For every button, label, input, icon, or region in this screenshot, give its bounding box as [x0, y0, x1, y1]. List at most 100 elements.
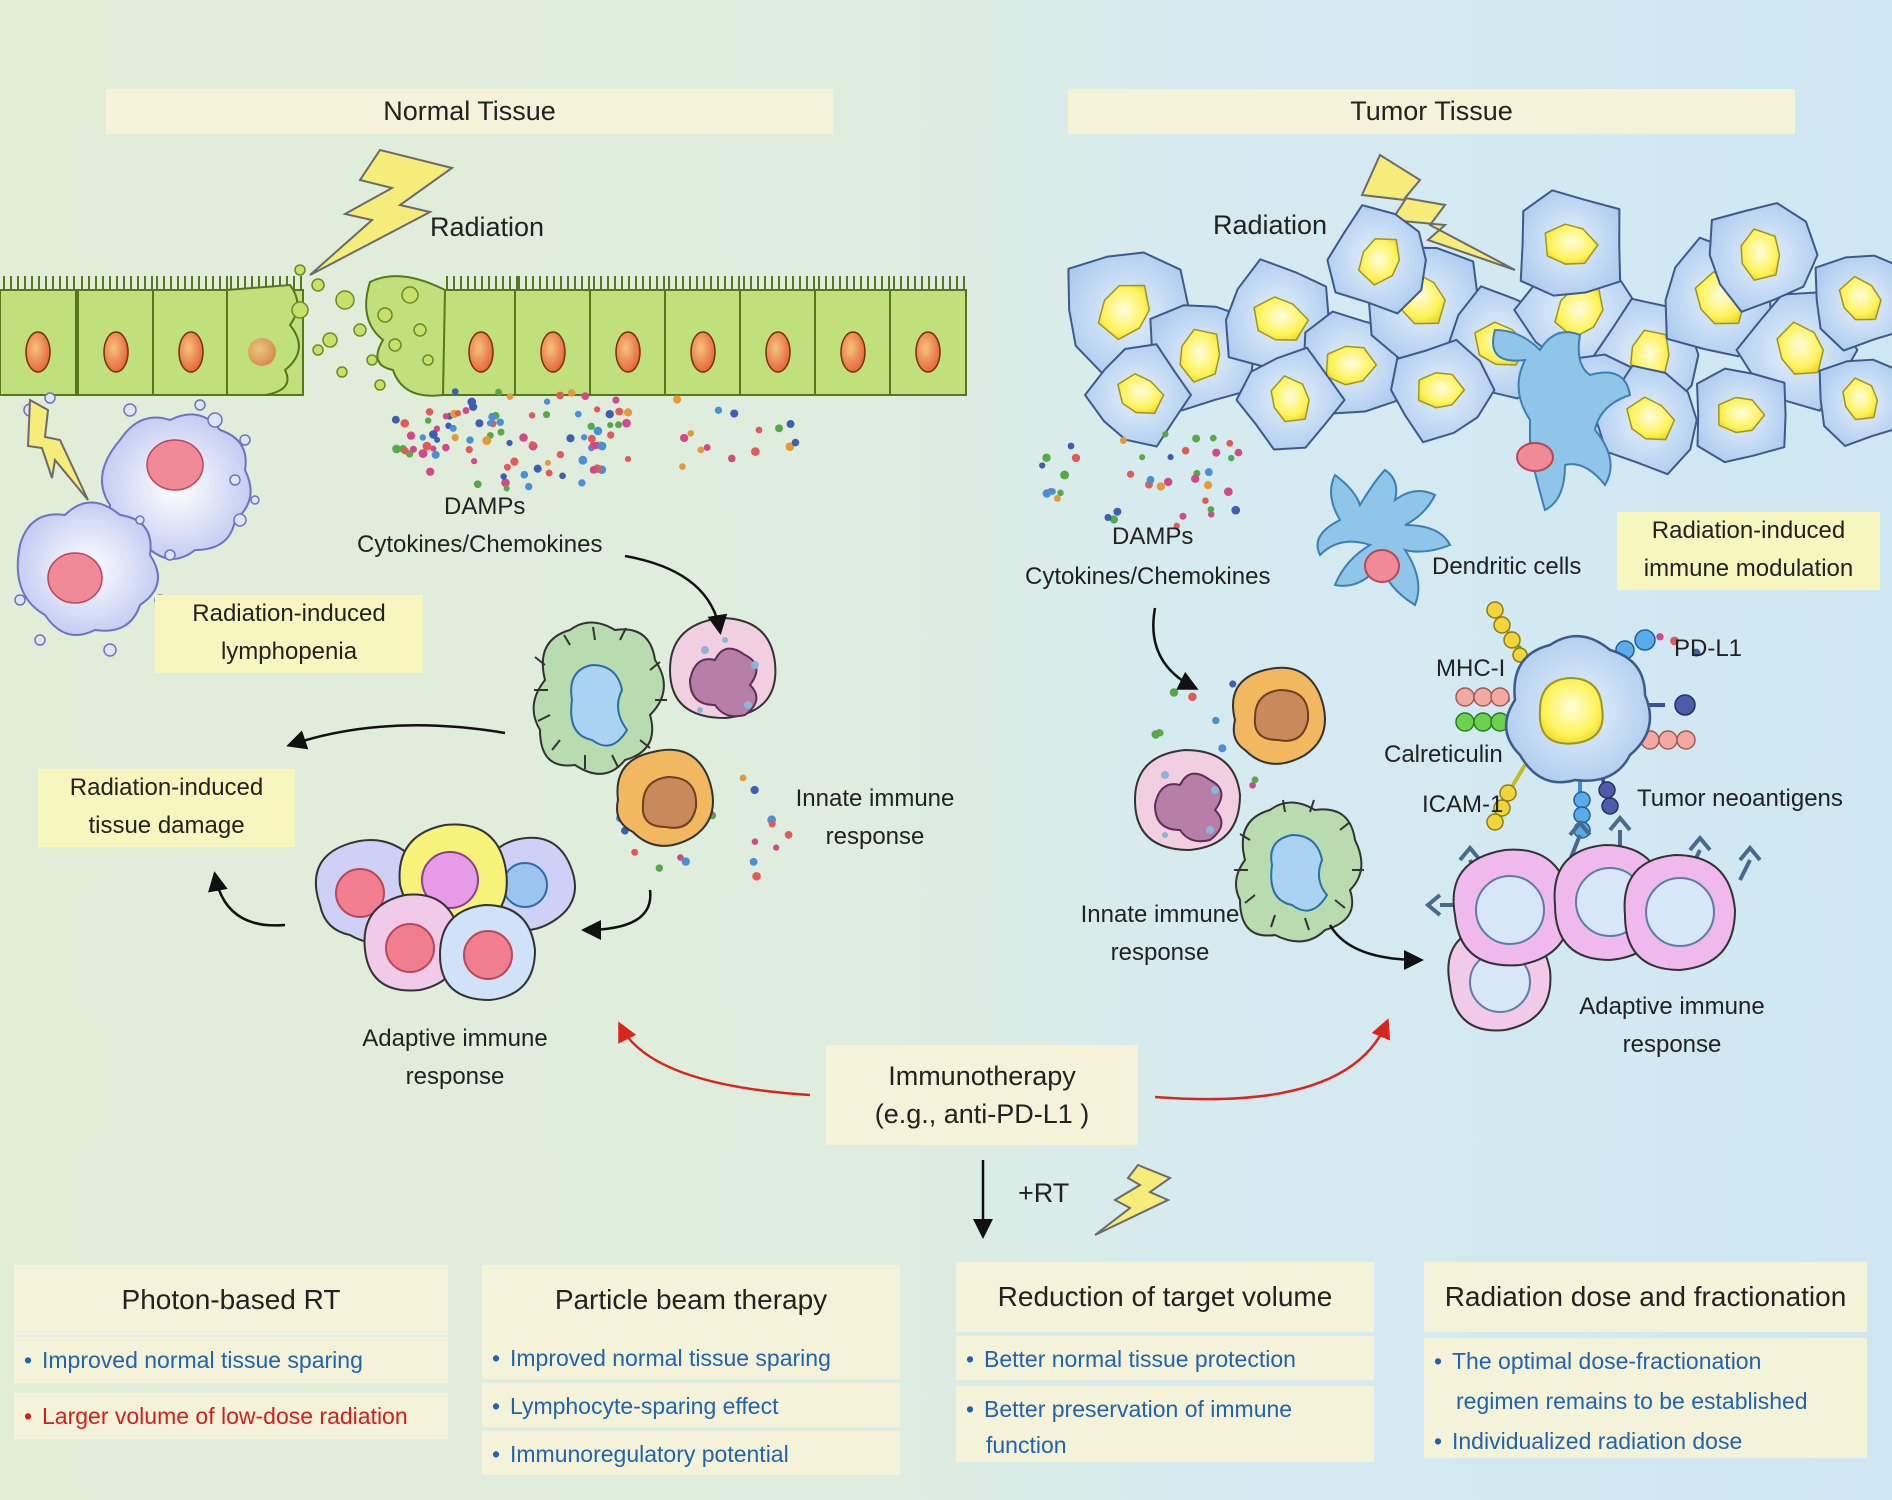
card-item-text: Better normal tissue protection	[984, 1346, 1296, 1372]
cytokines-label: Cytokines/Chemokines	[357, 531, 603, 558]
pd-l1-label: PD-L1	[1674, 635, 1743, 662]
bolt-icon	[26, 398, 89, 501]
flow-arrows	[208, 554, 1424, 1239]
card-item: •Improved normal tissue sparing	[14, 1337, 448, 1383]
card-item: regimen remains to be established	[1424, 1378, 1867, 1418]
calreticulin-label: Calreticulin	[1384, 741, 1503, 768]
tumor-cell-with-markers	[1455, 601, 1696, 839]
radiation-label: Radiation	[1213, 210, 1328, 240]
macrophage-cell	[1234, 799, 1364, 943]
card-item-text: function	[986, 1432, 1067, 1458]
dose-fractionation-card: Radiation dose and fractionation •The op…	[1424, 1262, 1867, 1458]
cytokines-label: Cytokines/Chemokines	[1025, 563, 1271, 590]
innate-line1: Innate immune	[795, 785, 955, 812]
card-title: Particle beam therapy	[482, 1265, 900, 1335]
macrophage-cell	[532, 621, 667, 775]
bolt-icon	[1094, 1163, 1173, 1236]
dendritic-cells-label: Dendritic cells	[1432, 553, 1582, 580]
epithelial-cell	[0, 276, 77, 396]
tumor-neoantigens-label: Tumor neoantigens	[1637, 785, 1843, 812]
card-item: •Individualized radiation dose	[1424, 1418, 1867, 1458]
card-item-text: Improved normal tissue sparing	[42, 1347, 363, 1373]
epithelial-cell	[739, 276, 817, 396]
particle-beam-card: Particle beam therapy •Improved normal t…	[482, 1265, 900, 1475]
tumor-cell	[1814, 254, 1892, 352]
immune-modulation-box: Radiation-induced immune modulation	[1617, 512, 1880, 590]
card-title: Photon-based RT	[14, 1265, 448, 1335]
tumor-cell	[1696, 367, 1787, 464]
bolt-icon	[309, 148, 455, 276]
immunotherapy-title: Immunotherapy	[888, 1061, 1076, 1091]
epithelial-cell	[442, 276, 520, 396]
lymphocyte-cluster	[314, 823, 576, 1002]
lymphopenia-line2: lymphopenia	[220, 638, 358, 665]
monocyte-cell	[1232, 666, 1326, 765]
damps-label: DAMPs	[444, 493, 526, 520]
normal-tissue-title: Normal Tissue	[106, 89, 833, 134]
dendritic-cell	[1316, 468, 1452, 607]
epithelial-cell	[889, 276, 967, 396]
epithelial-cell	[514, 276, 592, 396]
tumor-cell	[1326, 204, 1427, 315]
card-title: Reduction of target volume	[956, 1262, 1374, 1332]
card-title: Radiation dose and fractionation	[1424, 1262, 1867, 1332]
card-item-text: Lymphocyte-sparing effect	[510, 1393, 779, 1419]
tumor-cell	[1224, 258, 1330, 377]
immunotherapy-arrows	[618, 1018, 1391, 1101]
card-item-text: Immunoregulatory potential	[510, 1441, 789, 1467]
tumor-cell	[1818, 358, 1892, 447]
card-item-text: Individualized radiation dose	[1452, 1428, 1743, 1454]
card-item: •Lymphocyte-sparing effect	[482, 1383, 900, 1427]
adaptive-line2: response	[1622, 1031, 1722, 1058]
tissue-damage-box: Radiation-induced tissue damage	[38, 769, 295, 847]
neutrophil-cell	[668, 616, 777, 720]
damps-label: DAMPs	[1112, 523, 1194, 550]
adaptive-line2: response	[405, 1063, 505, 1090]
tumor-cell-mass	[1067, 189, 1892, 476]
tissue-damage-line2: tissue damage	[88, 812, 245, 839]
monocyte-cell	[616, 748, 714, 847]
card-item: function	[956, 1422, 1374, 1462]
modulation-line1: Radiation-induced	[1651, 517, 1846, 544]
card-item: •Better preservation of immune	[956, 1386, 1374, 1426]
damaged-lymphocytes	[14, 392, 260, 657]
lymphopenia-box: Radiation-induced lymphopenia	[155, 595, 423, 673]
card-item-text: Improved normal tissue sparing	[510, 1345, 831, 1371]
epithelial-cell	[77, 276, 155, 396]
card-item: •Better normal tissue protection	[956, 1336, 1374, 1380]
radiation-label: Radiation	[430, 212, 545, 242]
card-item: •Larger volume of low-dose radiation	[14, 1393, 448, 1439]
innate-line2: response	[1110, 939, 1210, 966]
icam-1-label: ICAM-1	[1422, 791, 1504, 818]
card-item: •Improved normal tissue sparing	[482, 1335, 900, 1379]
adaptive-response-label: Adaptive immune response	[1567, 988, 1777, 1064]
innate-line1: Innate immune	[1080, 901, 1240, 928]
tumor-cell	[1390, 338, 1496, 444]
plus-rt-label: +RT	[1018, 1178, 1070, 1208]
damaged-epithelial-cell	[226, 275, 447, 397]
modulation-line2: immune modulation	[1643, 555, 1854, 582]
lymphopenia-line1: Radiation-induced	[192, 600, 386, 627]
tumor-tissue-title: Tumor Tissue	[1068, 89, 1795, 134]
tumor-cell	[1519, 189, 1622, 297]
card-item-text: Better preservation of immune	[984, 1396, 1293, 1422]
damaged-cell-fragments	[291, 264, 434, 391]
card-item-text: regimen remains to be established	[1456, 1388, 1808, 1414]
card-item: •Immunoregulatory potential	[482, 1431, 900, 1475]
neutrophil-cell	[1133, 748, 1242, 852]
card-item: •The optimal dose-fractionation	[1424, 1338, 1867, 1378]
tissue-damage-line1: Radiation-induced	[69, 774, 264, 801]
adaptive-line1: Adaptive immune	[362, 1025, 548, 1052]
tumor-cell	[1235, 346, 1346, 451]
immunotherapy-box: Immunotherapy (e.g., anti-PD-L1 )	[826, 1045, 1138, 1145]
bolt-icon	[1360, 153, 1516, 271]
damps-particles-normal	[391, 388, 800, 492]
normal-epithelium	[0, 264, 967, 397]
dendritic-cell	[1492, 328, 1632, 512]
card-item-text: Larger volume of low-dose radiation	[42, 1403, 408, 1429]
tumor-cell	[1084, 343, 1192, 448]
epithelial-cell	[152, 276, 230, 396]
card-item-text: The optimal dose-fractionation	[1452, 1348, 1762, 1374]
